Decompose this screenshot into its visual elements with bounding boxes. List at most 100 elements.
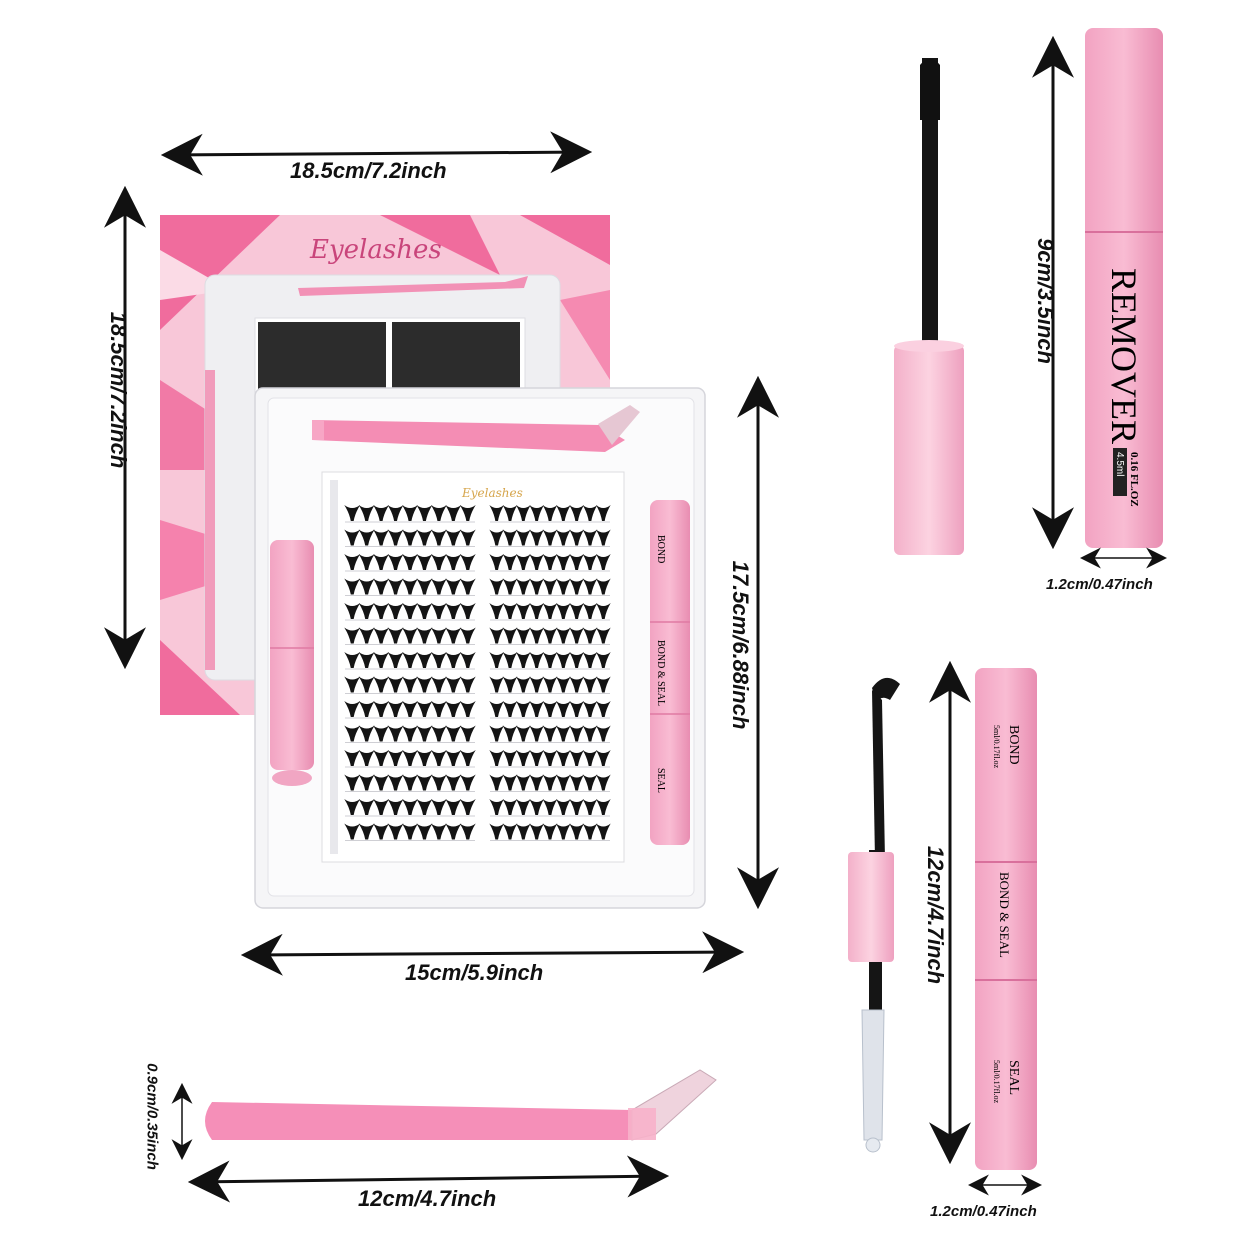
lash-cluster [569,725,584,742]
lash-cluster [459,701,476,717]
lash-cluster [542,603,558,619]
lash-cluster [582,529,598,546]
tweezer-length-arrow [187,1155,670,1203]
lash-cluster [569,774,584,791]
lash-cluster [542,627,558,644]
lash-cluster [358,578,375,595]
remover-volume: 4.5ml [1114,452,1125,476]
tray-tube-label-seal: SEAL [655,768,666,793]
lash-cluster [402,750,418,766]
lash-cluster [489,529,504,546]
lash-cluster [402,676,418,693]
lash-cluster [373,701,390,717]
tray-height-label: 17.5cm/6.88inch [728,560,753,730]
tweezer-width-label: 0.9cm/0.35inch [143,1063,161,1170]
lash-cluster [489,652,504,668]
lash-cluster [344,578,361,595]
lash-cluster [344,750,361,766]
lash-cluster [489,823,504,840]
lash-cluster [582,823,598,840]
lash-cluster [344,652,361,668]
lash-cluster [582,750,598,766]
lash-cluster [358,505,375,521]
lash-cluster [373,823,390,840]
lash-cluster [358,676,375,693]
lash-cluster [402,725,418,742]
lash-cluster [529,554,544,570]
lash-cluster [582,701,598,717]
lash-cluster [387,750,404,766]
remover-wand [894,58,964,555]
lash-cluster [489,774,504,791]
lash-cluster [430,774,447,791]
lash-cluster [373,750,390,766]
lash-cluster [502,603,518,619]
lash-cluster [542,799,558,815]
lash-cluster [582,652,598,668]
lash-cluster [459,529,476,546]
lash-cluster [358,750,375,766]
lash-cluster [344,701,361,717]
bond-seal-tube: BOND 5ml/0.17fl.oz BOND & SEAL SEAL 5ml/… [975,668,1037,1170]
lash-cluster [596,554,611,570]
lash-cluster [502,676,518,693]
lash-cluster [596,701,611,717]
bond-label: BOND [1006,725,1021,765]
lash-cluster [529,725,544,742]
lash-cluster [387,554,404,570]
lash-cluster [529,578,544,595]
lash-cluster [344,603,361,619]
lash-cluster [516,799,531,815]
lash-cluster [516,578,531,595]
lash-cluster [358,529,375,546]
lash-cluster [569,603,584,619]
lash-cluster [556,725,571,742]
lash-cluster [556,799,571,815]
lash-cluster [542,652,558,668]
lash-cluster [542,578,558,595]
lash-cluster [556,750,571,766]
lash-cluster [596,529,611,546]
remover-tube: REMOVER 4.5ml 0.16 FL.OZ [1085,28,1163,548]
lash-cluster [502,505,518,521]
lash-cluster [542,701,558,717]
bond-seal-diameter-label: 1.2cm/0.47inch [930,1203,1037,1220]
lash-cluster [582,578,598,595]
lash-cluster [344,554,361,570]
lash-cluster [445,799,462,815]
lash-cluster [402,578,418,595]
lash-cluster [529,701,544,717]
lash-cluster [373,652,390,668]
lash-cluster [459,823,476,840]
lash-cluster [556,676,571,693]
lash-cluster [596,603,611,619]
lash-cluster [373,774,390,791]
lash-cluster [459,578,476,595]
lash-cluster [358,627,375,644]
lash-cluster [445,578,462,595]
lash-cluster [529,652,544,668]
lash-cluster [596,725,611,742]
tray-width-label: 15cm/5.9inch [405,960,544,985]
lash-cluster [489,725,504,742]
lash-cluster [402,603,418,619]
lash-cluster [430,725,447,742]
lash-cluster [489,554,504,570]
lash-cluster [582,774,598,791]
lash-cluster [358,774,375,791]
lash-cluster [402,799,418,815]
lash-cluster [529,603,544,619]
lash-cluster [344,505,361,521]
lash-cluster [416,774,433,791]
lash-cluster [529,676,544,693]
lash-cluster [529,505,544,521]
lash-cluster [582,799,598,815]
lash-cluster [416,505,433,521]
lash-cluster [502,701,518,717]
lash-cluster [502,774,518,791]
lash-cluster [556,823,571,840]
lash-cluster [516,676,531,693]
lash-cluster [416,676,433,693]
lash-cluster [430,823,447,840]
bond-sub: 5ml/0.17fl.oz [992,725,1001,769]
